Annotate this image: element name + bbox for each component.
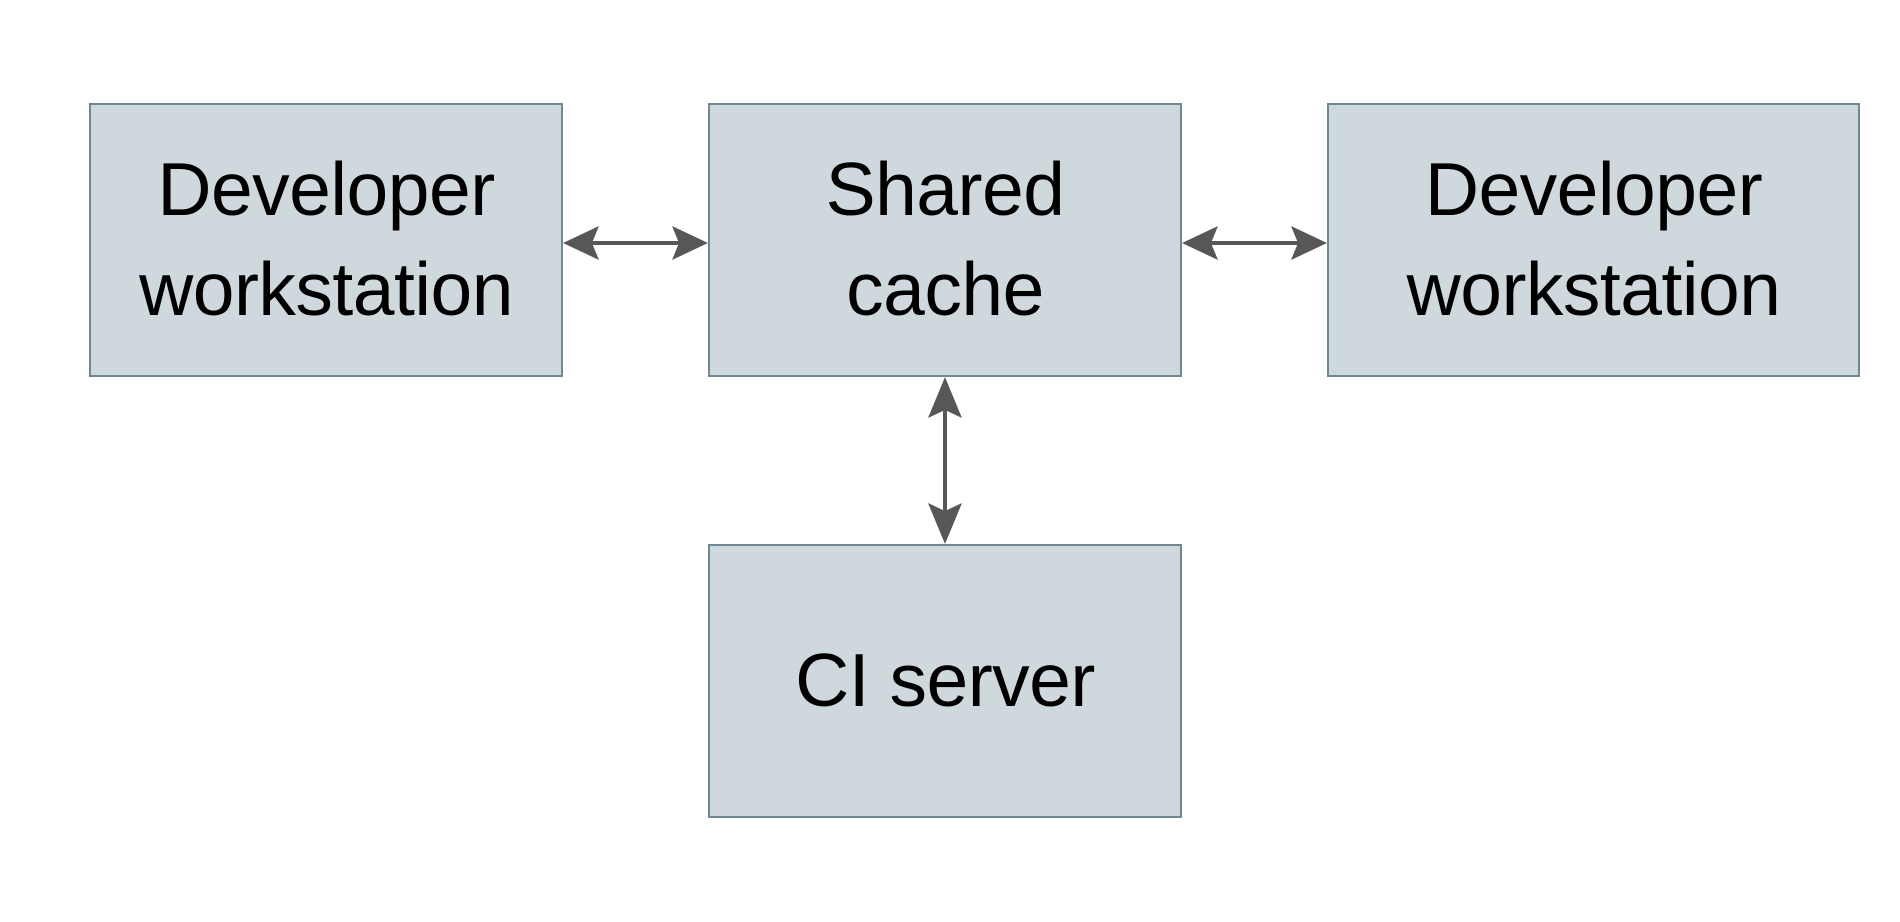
node-developer-workstation-left[interactable]: Developer workstation	[89, 103, 563, 377]
edge-dev-left-to-shared-cache-arrow	[563, 226, 708, 260]
node-ci-server[interactable]: CI server	[708, 544, 1182, 818]
node-label: Shared cache	[825, 147, 1065, 331]
node-label: Developer workstation	[139, 147, 513, 331]
node-shared-cache[interactable]: Shared cache	[708, 103, 1182, 377]
node-label: CI server	[795, 638, 1095, 723]
node-developer-workstation-right[interactable]: Developer workstation	[1327, 103, 1860, 377]
edge-shared-cache-to-ci-server-arrow	[928, 377, 962, 544]
edge-shared-cache-to-dev-right-arrow	[1182, 226, 1327, 260]
node-label: Developer workstation	[1406, 147, 1781, 331]
